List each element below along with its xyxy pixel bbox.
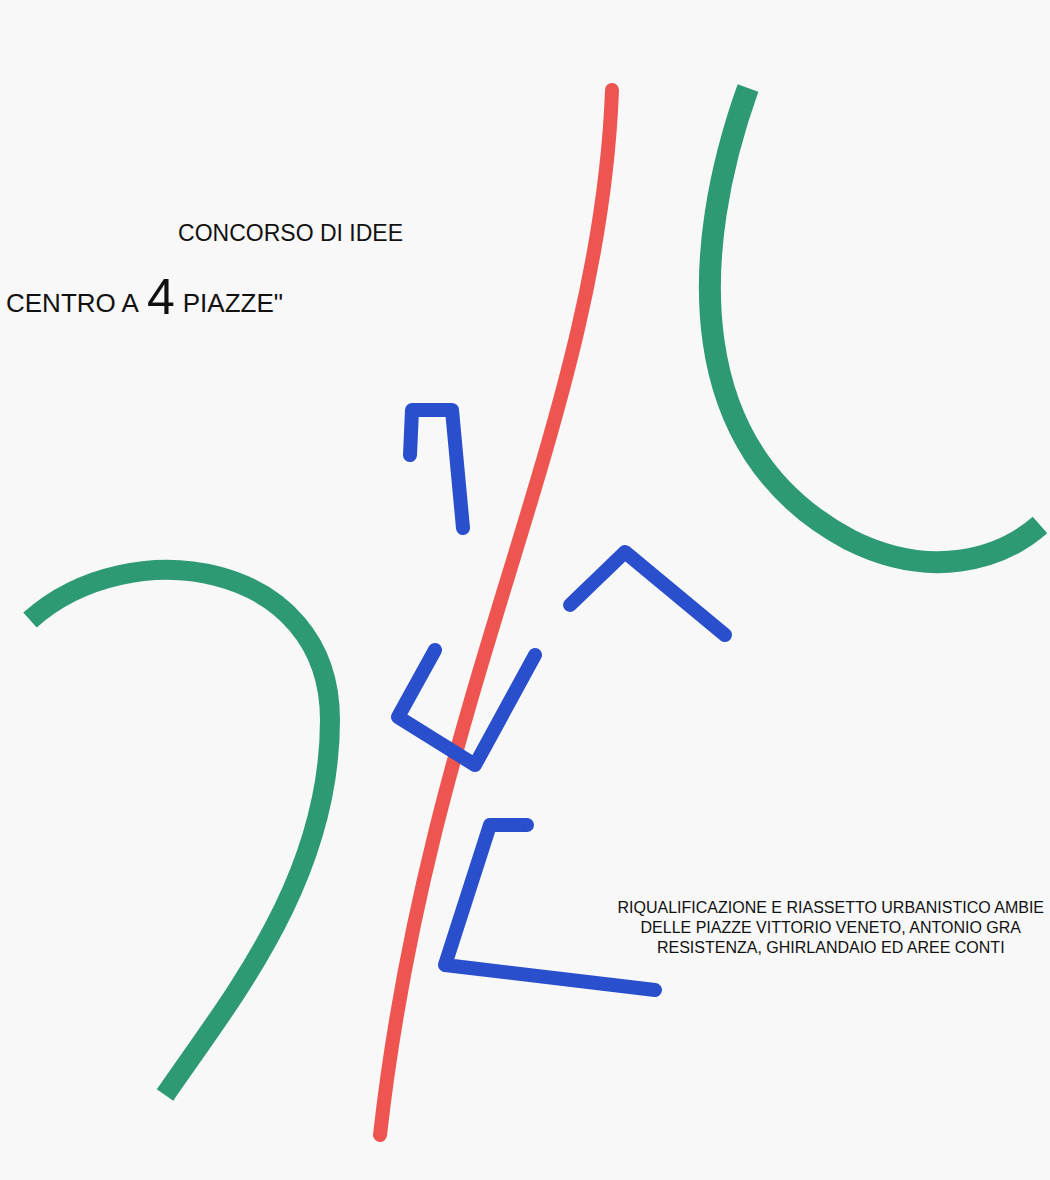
- title-word: CENTRO A: [6, 290, 139, 316]
- subtitle-block: RIQUALIFICAZIONE E RIASSETTO URBANISTICO…: [618, 898, 1044, 958]
- title-number: 4: [147, 272, 175, 322]
- competition-title: CONCORSO DI IDEE: [178, 222, 403, 245]
- green-arc: [30, 570, 330, 1095]
- green-arc: [710, 88, 1040, 562]
- blue-mark: [570, 552, 725, 635]
- subtitle-line: RESISTENZA, GHIRLANDAIO ED AREE CONTI: [618, 938, 1044, 958]
- subtitle-line: DELLE PIAZZE VITTORIO VENETO, ANTONIO GR…: [618, 918, 1044, 938]
- subtitle-line: RIQUALIFICAZIONE E RIASSETTO URBANISTICO…: [618, 898, 1044, 918]
- blue-mark: [398, 650, 535, 765]
- blue-mark: [410, 410, 463, 528]
- title-word: PIAZZE": [183, 290, 283, 316]
